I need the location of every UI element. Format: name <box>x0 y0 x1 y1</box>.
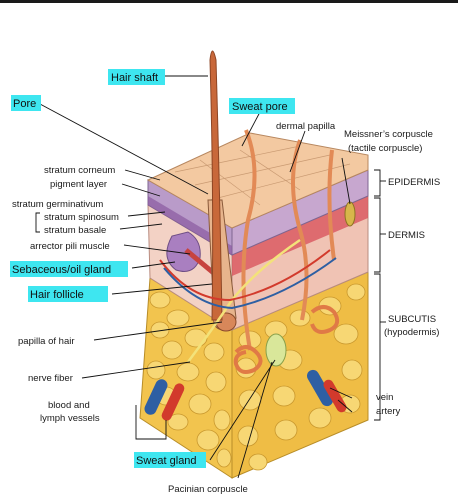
epidermis-label: EPIDERMIS <box>388 177 440 188</box>
layer-labels: EPIDERMIS DERMIS SUBCUTIS (hypodermis) <box>384 177 440 338</box>
pacinian-corpuscle-shape <box>265 333 287 367</box>
left-vessels <box>144 379 185 421</box>
stratum-germinativum-label: stratum germinativum <box>12 199 103 210</box>
pigment-layer-label: pigment layer <box>50 179 107 190</box>
sweat-ducts <box>241 129 336 351</box>
skin-block <box>139 50 369 479</box>
dermal-vessels <box>159 249 337 310</box>
hair-follicle-label: Hair follicle <box>30 289 84 301</box>
hair-shaft-shape <box>209 50 223 321</box>
sweat-pore-label-bg <box>229 98 295 114</box>
labels: dermal papilla Meissner’s corpuscle (tac… <box>12 121 433 495</box>
nerve-fiber-label: nerve fiber <box>28 373 73 384</box>
dermal-papilla-label: dermal papilla <box>276 121 336 132</box>
top-border <box>0 0 458 3</box>
fat-lobules <box>146 283 366 471</box>
stratum-corneum-label: stratum corneum <box>44 165 115 176</box>
dermis-label: DERMIS <box>388 230 425 241</box>
subcutis-label-line2: (hypodermis) <box>384 327 439 338</box>
papilla-of-hair-label: papilla of hair <box>18 336 75 347</box>
highlighted-labels: Hair shaft Pore Sweat pore Sebaceous/oil… <box>10 69 295 468</box>
meissner-label-line2: (tactile corpuscle) <box>348 143 422 154</box>
subcutis-label-line1: SUBCUTIS <box>388 314 436 325</box>
stratum-basale-label: stratum basale <box>44 225 106 236</box>
hair-shaft-label: Hair shaft <box>111 72 158 84</box>
sebaceous-gland-label: Sebaceous/oil gland <box>12 264 111 276</box>
sebaceous-gland-label-bg <box>10 261 128 277</box>
hair-shaft-label-bg <box>108 69 165 85</box>
sebaceous-gland-shape <box>166 231 201 272</box>
blood-vessels-label-line2: lymph vessels <box>40 413 100 424</box>
arrector-pili-label: arrector pili muscle <box>30 241 110 252</box>
meissner-corpuscle-shape <box>344 201 356 227</box>
artery-label: artery <box>376 406 401 417</box>
pore-label: Pore <box>13 98 36 110</box>
pore-label-bg <box>11 95 41 111</box>
sweat-pore-label: Sweat pore <box>232 101 288 113</box>
vein-label: vein <box>376 392 393 403</box>
stratum-spinosum-label: stratum spinosum <box>44 212 119 223</box>
blood-vessels-label-line1: blood and <box>48 400 90 411</box>
sweat-gland-coil <box>233 305 340 374</box>
meissner-label-line1: Meissner’s corpuscle <box>344 129 433 140</box>
sweat-gland-label-bg <box>134 452 206 468</box>
right-vessels <box>307 369 347 413</box>
pacinian-corpuscle-label: Pacinian corpuscle <box>168 484 248 495</box>
leader-lines <box>35 75 386 479</box>
hair-follicle-label-bg <box>28 286 108 302</box>
sweat-gland-label: Sweat gland <box>136 455 197 467</box>
